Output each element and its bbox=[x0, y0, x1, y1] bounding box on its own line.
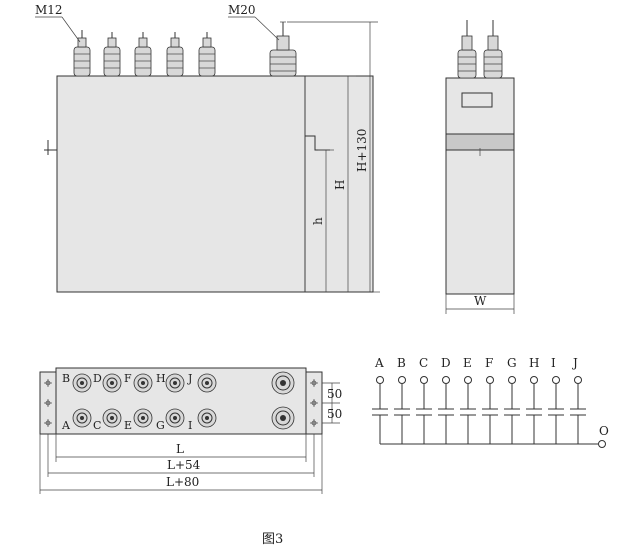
terminal-label: D bbox=[93, 372, 102, 385]
terminal-row-top bbox=[72, 371, 295, 395]
capacitor-body-front bbox=[56, 75, 306, 293]
terminal-label: G bbox=[156, 419, 165, 432]
schematic-label: J bbox=[571, 356, 578, 370]
schematic-label: I bbox=[551, 356, 556, 370]
dim-h: h bbox=[311, 217, 325, 225]
terminal-row-bottom bbox=[72, 406, 295, 430]
large-bushing bbox=[269, 21, 297, 77]
dim-W: W bbox=[474, 294, 487, 308]
mounting-strap bbox=[445, 133, 515, 151]
side-view: W bbox=[445, 20, 515, 314]
schematic-label: E bbox=[463, 356, 472, 370]
dim-spacing-50-a: 50 bbox=[327, 387, 342, 401]
small-bushings bbox=[73, 30, 216, 77]
schematic-label: B bbox=[397, 356, 406, 370]
dim-L: L bbox=[176, 442, 184, 456]
label-m20: M20 bbox=[228, 3, 256, 17]
mounting-flange-right bbox=[304, 75, 374, 293]
terminal-label: A bbox=[61, 419, 71, 432]
terminal-label: I bbox=[188, 419, 192, 432]
capacitor-body-side bbox=[445, 77, 515, 295]
top-view: B D F H J A C E G I 50 50 L L+54 L+80 bbox=[39, 367, 342, 494]
nameplate bbox=[461, 92, 493, 108]
dim-L-plus-54: L+54 bbox=[167, 458, 201, 472]
terminal-label: C bbox=[93, 419, 101, 432]
terminal-label: J bbox=[187, 372, 192, 385]
dim-L-plus-80: L+80 bbox=[166, 475, 199, 489]
schematic-label: G bbox=[507, 356, 517, 370]
dim-spacing-50-b: 50 bbox=[327, 407, 342, 421]
figure-caption: 图3 bbox=[262, 532, 283, 547]
terminal-label: H bbox=[156, 372, 166, 385]
schematic-label: F bbox=[485, 356, 493, 370]
terminal-label: E bbox=[124, 419, 132, 432]
dim-H: H bbox=[333, 180, 347, 190]
label-m12: M12 bbox=[35, 3, 63, 17]
terminal-label: F bbox=[124, 372, 132, 385]
dim-h-plus-130: H+130 bbox=[355, 129, 369, 172]
schematic-common-label: O bbox=[599, 424, 609, 438]
terminal-labels: B D F H J A C E G I bbox=[61, 372, 192, 432]
schematic-label: H bbox=[529, 356, 539, 370]
schematic-label: D bbox=[441, 356, 451, 370]
front-view: M12 M20 H+130 H h bbox=[35, 3, 380, 293]
schematic-label: C bbox=[419, 356, 428, 370]
schematic-label: A bbox=[374, 356, 384, 370]
terminal-label: B bbox=[62, 372, 70, 385]
wiring-schematic: A B C D E F G H I J O bbox=[372, 356, 609, 448]
